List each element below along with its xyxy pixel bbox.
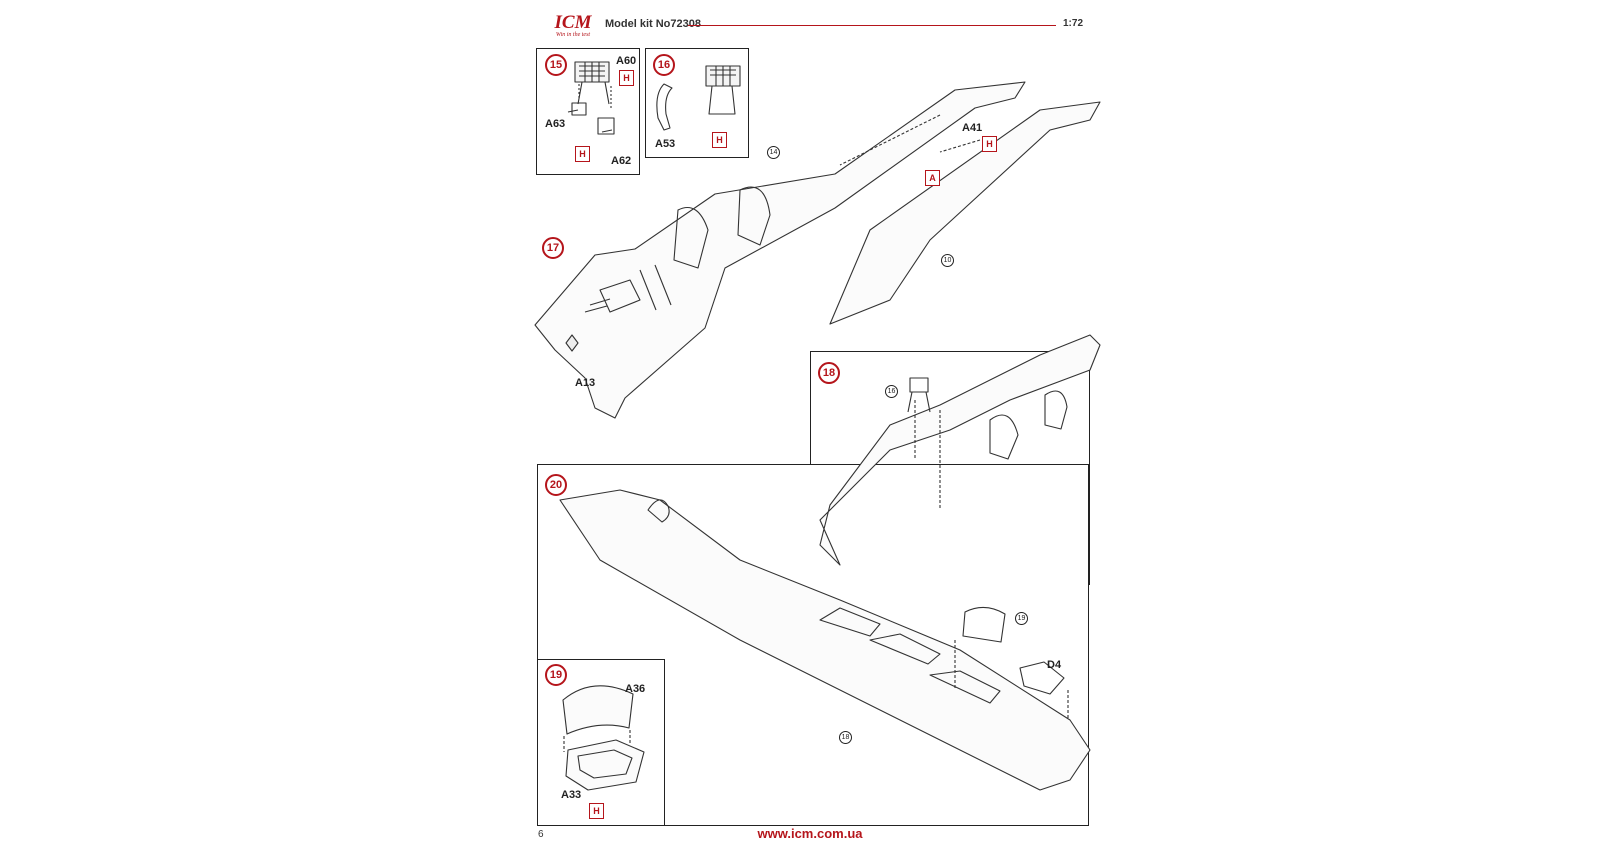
ref-step-18: 18 bbox=[839, 731, 852, 744]
step-number-20: 20 bbox=[545, 474, 567, 496]
page-number: 6 bbox=[538, 829, 544, 840]
glue-tag: A bbox=[925, 170, 940, 186]
scale-label: 1:72 bbox=[1063, 18, 1084, 29]
step-number-19: 19 bbox=[545, 664, 567, 686]
part-a36: A36 bbox=[625, 683, 646, 695]
glue-tag: H bbox=[575, 146, 590, 162]
part-a63: A63 bbox=[545, 118, 566, 130]
header-rule bbox=[688, 25, 1056, 26]
icm-logo: ICM Win in the test bbox=[554, 12, 592, 38]
ref-step-19: 19 bbox=[1015, 612, 1028, 625]
ref-step-16: 16 bbox=[885, 385, 898, 398]
ref-step-10: 10 bbox=[941, 254, 954, 267]
step-number-18: 18 bbox=[818, 362, 840, 384]
part-a62: A62 bbox=[611, 155, 632, 167]
glue-tag: H bbox=[712, 132, 727, 148]
step-number-17: 17 bbox=[542, 237, 564, 259]
part-a33: A33 bbox=[561, 789, 582, 801]
part-a41: A41 bbox=[962, 122, 983, 134]
part-a53: A53 bbox=[655, 138, 676, 150]
step-number-15: 15 bbox=[545, 54, 567, 76]
glue-tag: H bbox=[589, 803, 604, 819]
website-link[interactable]: www.icm.com.ua bbox=[757, 826, 863, 841]
step-number-16: 16 bbox=[653, 54, 675, 76]
glue-tag: H bbox=[619, 70, 634, 86]
kit-number: Model kit No72308 bbox=[605, 18, 701, 30]
part-a13: A13 bbox=[575, 377, 596, 389]
part-a60: A60 bbox=[616, 55, 637, 67]
ref-step-14: 14 bbox=[767, 146, 780, 159]
glue-tag: H bbox=[982, 136, 997, 152]
part-d4: D4 bbox=[1047, 659, 1062, 671]
